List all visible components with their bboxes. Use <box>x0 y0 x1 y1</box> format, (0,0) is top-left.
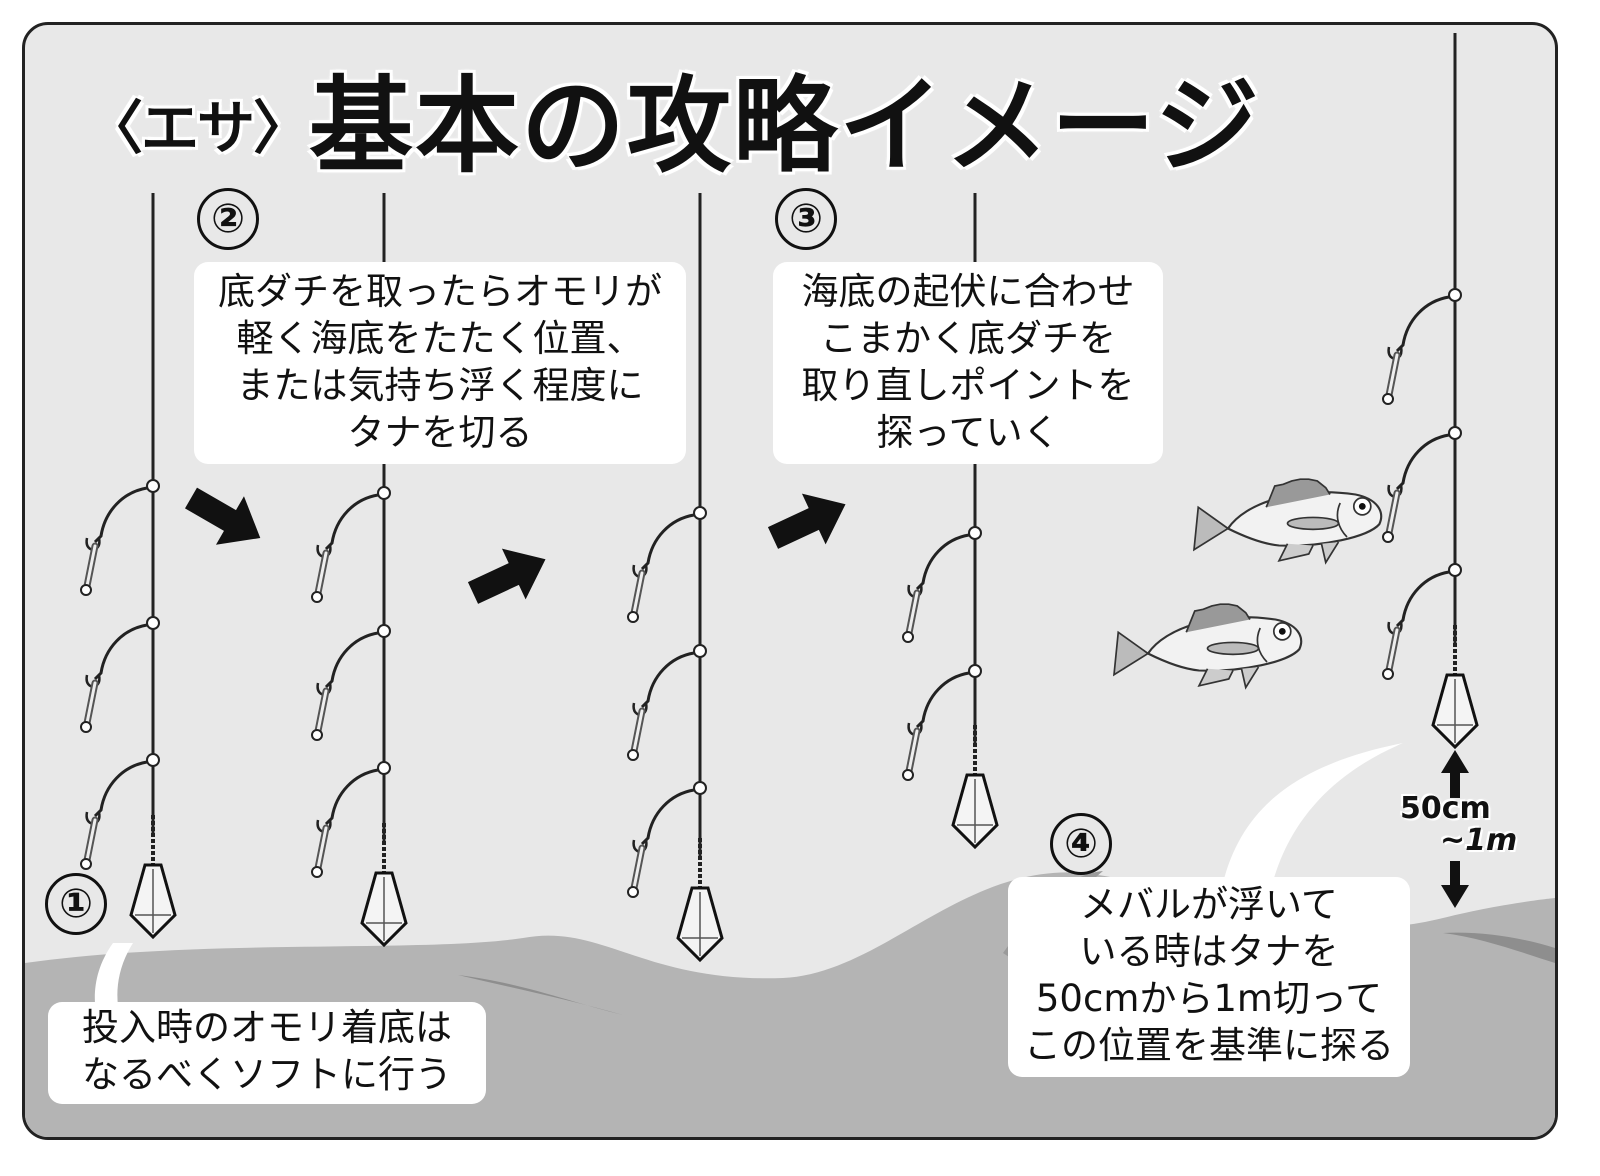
distance-label-line1: 50cm <box>1400 791 1491 826</box>
step-number-3: ③ <box>775 188 837 250</box>
arrow-down-right-icon <box>177 473 275 563</box>
callout-step-1: 投入時のオモリ着底は なるべくソフトに行う <box>48 1002 486 1104</box>
callout-step-4: メバルが浮いて いる時はタナを 50cmから1m切って この位置を基準に探る <box>1008 877 1410 1077</box>
mebaru-fish-icon <box>1112 603 1303 689</box>
fishing-rig-icon <box>628 193 724 962</box>
step-number-2: ② <box>197 188 259 250</box>
title-prefix: 〈エサ〉 <box>85 94 311 162</box>
distance-label-line2: ~1m <box>1440 823 1518 858</box>
step-number-4: ④ <box>1050 813 1112 875</box>
distance-label: 50cm ~1m <box>1400 793 1517 857</box>
mebaru-fish-icon <box>1192 478 1383 564</box>
double-vertical-arrow-icon <box>1441 750 1469 908</box>
arrow-up-right-icon <box>461 533 558 619</box>
fishing-rig-icon <box>1383 33 1479 749</box>
title-main: 基本の攻略イメージ <box>309 65 1261 187</box>
callout-tail-step4 <box>1223 743 1403 903</box>
arrow-up-right-icon <box>761 478 858 564</box>
diagram-frame: 〈エサ〉基本の攻略イメージ ① 投入時のオモリ着底は なるべくソフトに行う ② … <box>22 22 1558 1140</box>
step-number-1: ① <box>45 873 107 935</box>
fishing-rig-icon <box>81 193 177 939</box>
page-title: 〈エサ〉基本の攻略イメージ <box>85 41 1261 192</box>
callout-step-2: 底ダチを取ったらオモリが 軽く海底をたたく位置、 または気持ち浮く程度に タナを… <box>194 262 686 464</box>
callout-step-3: 海底の起伏に合わせ こまかく底ダチを 取り直しポイントを 探っていく <box>773 262 1163 464</box>
